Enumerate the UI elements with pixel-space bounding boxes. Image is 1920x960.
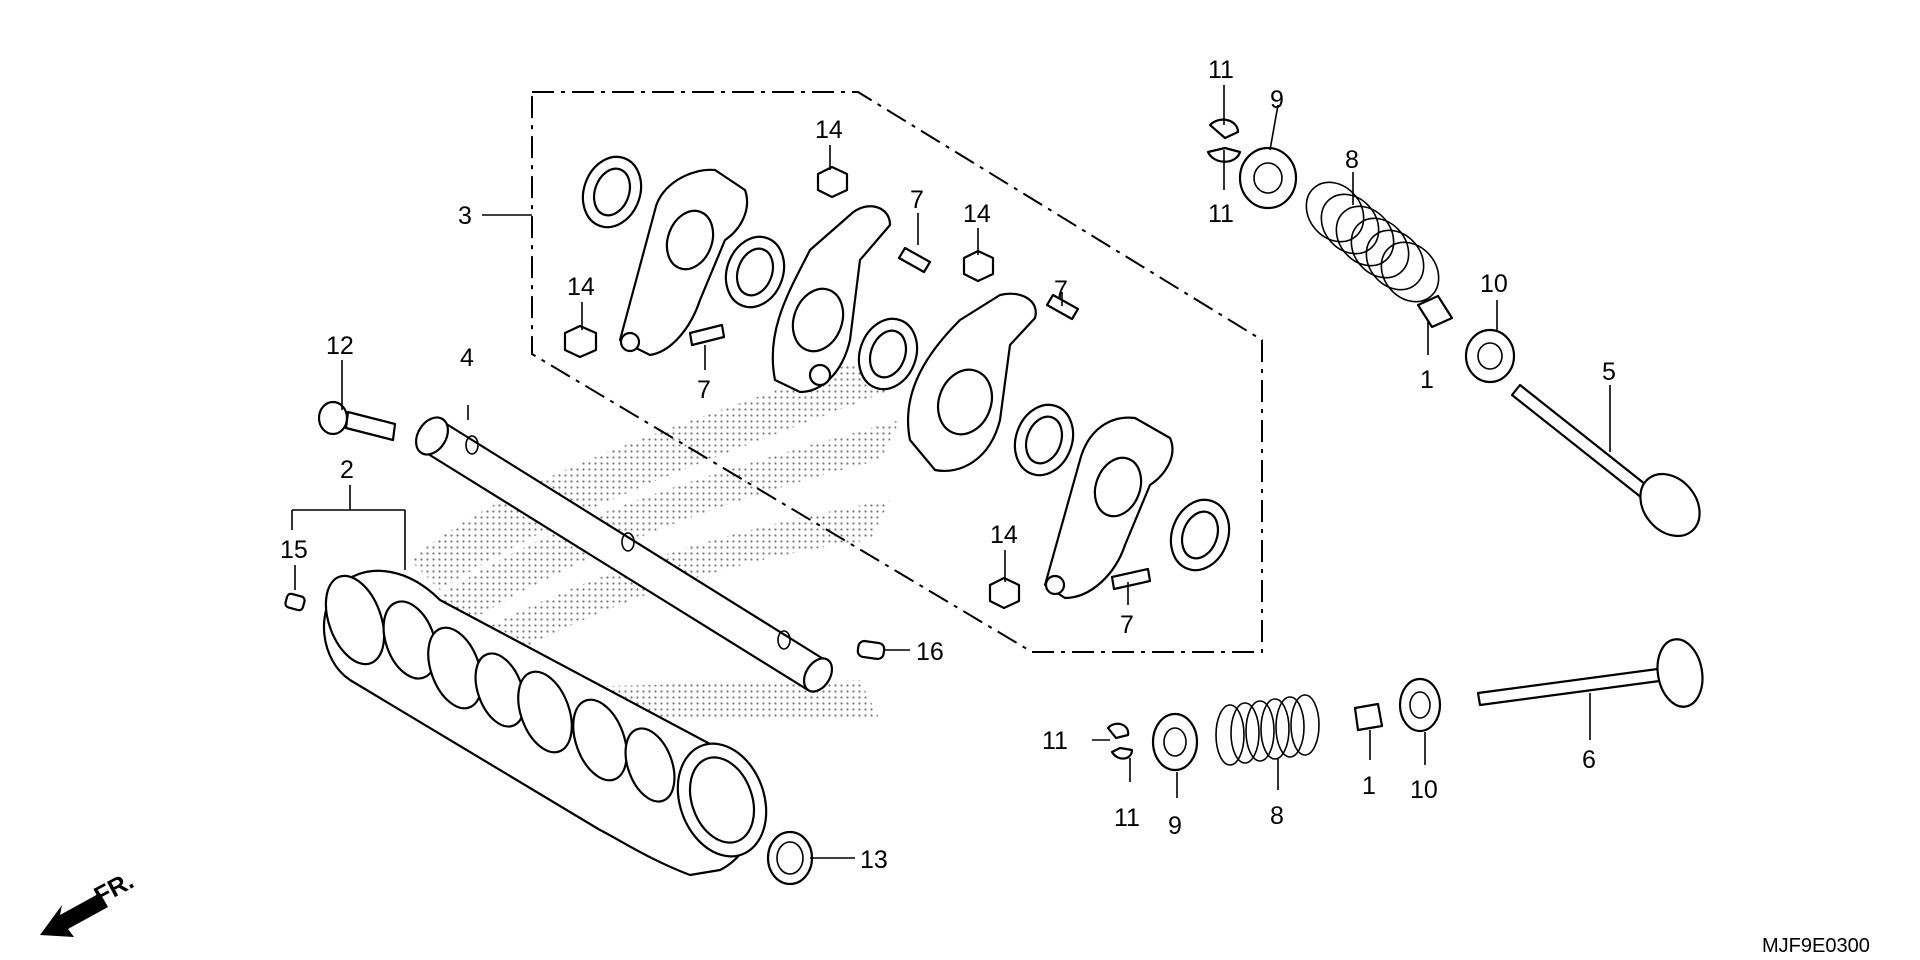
callout-12: 12 bbox=[326, 332, 354, 360]
cam-bolt bbox=[317, 400, 397, 442]
dowel-pin bbox=[284, 592, 306, 612]
callout-5: 5 bbox=[1602, 358, 1616, 386]
callout-11-a: 11 bbox=[1208, 56, 1234, 84]
lower-valve-spring bbox=[1215, 694, 1320, 766]
diagram-code: MJF9E0300 bbox=[1762, 935, 1870, 957]
upper-valve-train bbox=[1206, 118, 1701, 538]
lower-valve-train bbox=[1106, 638, 1704, 772]
front-direction-indicator: FR. bbox=[40, 867, 138, 937]
callout-10-b: 10 bbox=[1410, 776, 1438, 804]
callout-7-a: 7 bbox=[697, 376, 711, 404]
callout-11-d: 11 bbox=[1114, 804, 1140, 832]
front-arrow-icon bbox=[40, 893, 108, 937]
callout-2: 2 bbox=[340, 456, 354, 484]
callout-14-d: 14 bbox=[990, 521, 1018, 549]
callout-13: 13 bbox=[860, 846, 888, 874]
callout-9-a: 9 bbox=[1270, 86, 1284, 114]
upper-valve-spring bbox=[1305, 181, 1440, 303]
callout-6: 6 bbox=[1582, 746, 1596, 774]
callout-11-c: 11 bbox=[1042, 727, 1068, 755]
leader-lines bbox=[291, 85, 1611, 859]
sealing-bolt bbox=[766, 830, 814, 886]
callout-8-b: 8 bbox=[1270, 802, 1284, 830]
callout-8-a: 8 bbox=[1345, 146, 1359, 174]
callout-7-d: 7 bbox=[1120, 611, 1134, 639]
callout-16: 16 bbox=[916, 638, 944, 666]
callout-7-b: 7 bbox=[910, 186, 924, 214]
camshaft bbox=[322, 569, 768, 877]
callout-14-b: 14 bbox=[567, 273, 595, 301]
callout-labels: 3 4 12 2 15 14 14 7 7 14 7 14 7 16 13 11… bbox=[280, 56, 1616, 874]
rocker-arm-group-outline bbox=[531, 91, 1263, 653]
callout-9-b: 9 bbox=[1168, 812, 1182, 840]
callout-7-c: 7 bbox=[1054, 276, 1068, 304]
callout-14-a: 14 bbox=[815, 116, 843, 144]
callout-10-a: 10 bbox=[1480, 270, 1508, 298]
rocker-arm-assembly bbox=[563, 155, 1231, 610]
shaft-pin bbox=[856, 639, 886, 661]
callout-3: 3 bbox=[458, 202, 472, 230]
rocker-shaft bbox=[414, 416, 834, 693]
callout-1-a: 1 bbox=[1420, 366, 1434, 394]
callout-15: 15 bbox=[280, 536, 308, 564]
callout-1-b: 1 bbox=[1362, 772, 1376, 800]
callout-4: 4 bbox=[460, 344, 474, 372]
callout-11-b: 11 bbox=[1208, 200, 1234, 228]
callout-14-c: 14 bbox=[963, 200, 991, 228]
